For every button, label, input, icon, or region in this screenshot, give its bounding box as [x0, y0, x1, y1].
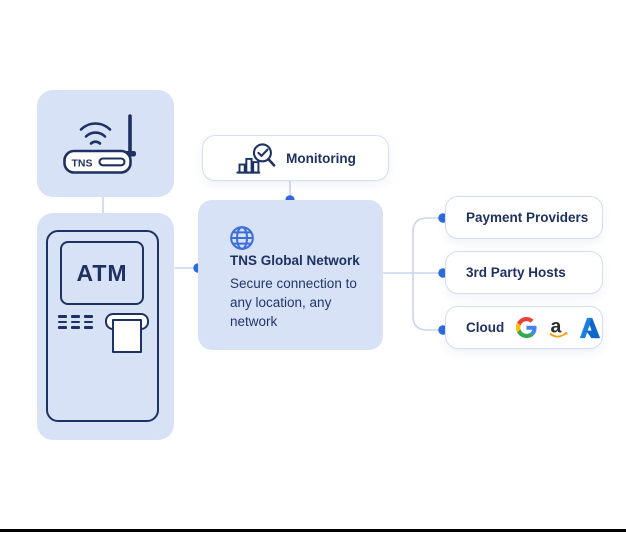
atm-receipt: [112, 319, 142, 353]
endpoint-payment-providers[interactable]: Payment Providers: [445, 196, 603, 239]
endpoint-label: 3rd Party Hosts: [466, 265, 566, 280]
wifi-router-icon: TNS: [63, 114, 136, 174]
router-led: [98, 157, 126, 167]
chart-magnifier-check-icon: [236, 142, 276, 174]
svg-text:a: a: [551, 316, 562, 338]
connector-branch-down: [412, 273, 442, 331]
network-box[interactable]: TNS Global Network Secure connection to …: [198, 200, 383, 350]
atm-screen-label: ATM: [60, 241, 144, 305]
cloud-logos: a: [516, 316, 601, 340]
endpoint-cloud[interactable]: Cloud a: [445, 306, 603, 349]
atm-machine-icon: ATM: [46, 230, 159, 422]
page-bottom-rule: [0, 529, 626, 532]
router-label: TNS: [72, 158, 93, 170]
network-description: Secure connection to any location, any n…: [230, 276, 357, 329]
monitoring-label: Monitoring: [286, 150, 356, 166]
router-panel: TNS: [37, 90, 174, 197]
globe-icon: [229, 225, 255, 256]
endpoint-label: Cloud: [466, 320, 505, 335]
connector-branch-up: [412, 217, 442, 273]
network-title: TNS Global Network: [230, 253, 360, 268]
amazon-logo: a: [549, 316, 568, 338]
atm-panel: ATM: [37, 213, 174, 440]
google-logo: [516, 317, 537, 338]
endpoint-3rd-party-hosts[interactable]: 3rd Party Hosts: [445, 251, 603, 294]
azure-logo: [580, 317, 601, 338]
endpoint-label: Payment Providers: [466, 210, 589, 225]
atm-keypad: [58, 315, 93, 332]
monitoring-card[interactable]: Monitoring: [202, 135, 389, 181]
